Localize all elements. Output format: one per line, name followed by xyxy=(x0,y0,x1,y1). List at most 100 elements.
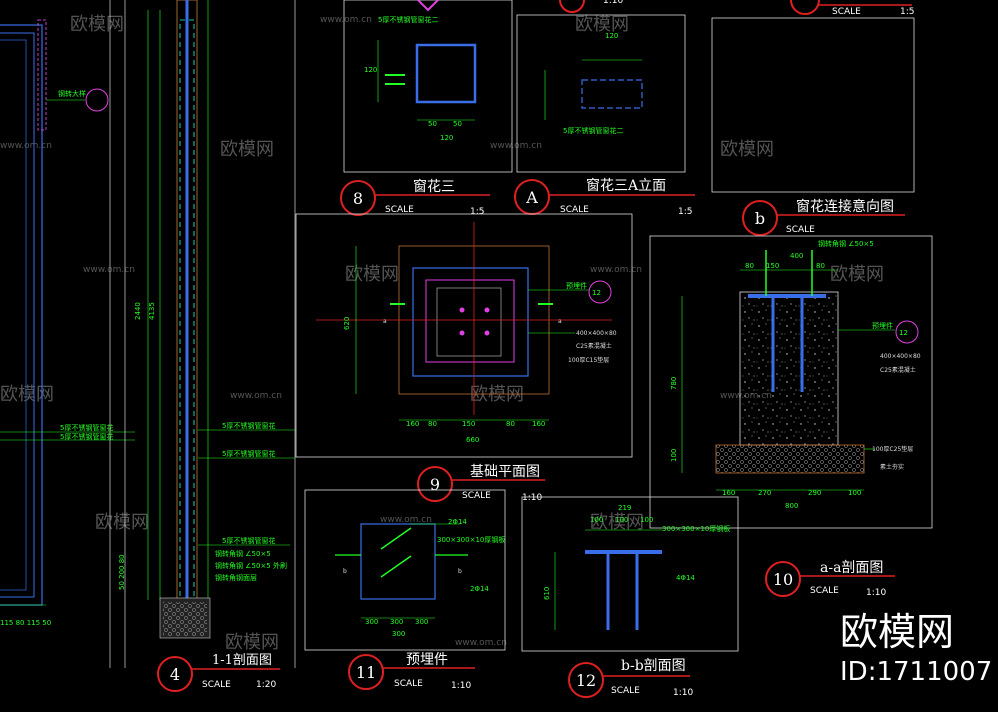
svg-text:欧模网: 欧模网 xyxy=(225,632,279,653)
svg-text:620: 620 xyxy=(343,317,351,330)
svg-text:a-a剖面图: a-a剖面图 xyxy=(820,560,883,576)
svg-text:1:10: 1:10 xyxy=(451,681,471,691)
svg-text:窗花连接意向图: 窗花连接意向图 xyxy=(796,198,894,215)
svg-text:12: 12 xyxy=(899,329,908,337)
svg-text:80: 80 xyxy=(745,262,754,270)
svg-text:100: 100 xyxy=(590,516,603,524)
svg-text:100厚C25垫层: 100厚C25垫层 xyxy=(872,445,913,453)
svg-text:www.om.cn: www.om.cn xyxy=(320,15,372,25)
svg-text:290: 290 xyxy=(808,489,821,497)
svg-text:钢转角钢 ∠50×5 外刷: 钢转角钢 ∠50×5 外刷 xyxy=(215,561,287,570)
svg-text:欧模网: 欧模网 xyxy=(830,264,884,285)
svg-text:780: 780 xyxy=(670,377,678,390)
svg-text:1-1剖面图: 1-1剖面图 xyxy=(212,653,272,668)
detail-10: 80 150 400 80 钢转角钢 ∠50×5 780 100 预埋件 12 … xyxy=(649,235,933,598)
svg-text:150: 150 xyxy=(766,262,779,270)
svg-text:欧模网: 欧模网 xyxy=(95,512,149,533)
svg-text:www.om.cn: www.om.cn xyxy=(380,515,432,525)
svg-text:5厚不锈钢管窗花二: 5厚不锈钢管窗花二 xyxy=(378,15,438,24)
svg-text:欧模网: 欧模网 xyxy=(220,139,274,160)
svg-text:SCALE: SCALE xyxy=(810,586,839,596)
footer-watermark: 欧模网 ID:1711007 xyxy=(840,610,992,687)
svg-text:4Φ14: 4Φ14 xyxy=(676,574,695,582)
svg-text:SCALE: SCALE xyxy=(385,205,414,215)
svg-text:预埋件: 预埋件 xyxy=(566,281,587,290)
svg-text:100: 100 xyxy=(615,516,628,524)
svg-text:80: 80 xyxy=(506,420,515,428)
svg-text:2Φ14: 2Φ14 xyxy=(470,585,489,593)
svg-text:5厚不锈钢管窗花二: 5厚不锈钢管窗花二 xyxy=(563,126,623,135)
svg-text:A: A xyxy=(525,188,538,207)
left-elevation: 钢转大样 5厚不锈钢管窗花 5厚不锈钢管窗花 115 80 115 50 xyxy=(0,19,135,627)
svg-text:1:10: 1:10 xyxy=(603,0,623,6)
svg-text:50 200 80: 50 200 80 xyxy=(118,554,126,590)
svg-text:欧模网: 欧模网 xyxy=(575,14,629,35)
watermarks: 欧模网 欧模网 欧模网 欧模网 欧模网 欧模网 欧模网 欧模网 欧模网 欧模网 … xyxy=(0,14,884,653)
svg-text:80: 80 xyxy=(816,262,825,270)
svg-text:钢转角钢 ∠50×5: 钢转角钢 ∠50×5 xyxy=(215,549,271,558)
detail-9: a a 620 160 80 150 80 160 660 预埋件 12 400… xyxy=(295,213,633,503)
svg-text:欧模网: 欧模网 xyxy=(345,264,399,285)
svg-text:欧模网: 欧模网 xyxy=(470,384,524,405)
svg-text:120: 120 xyxy=(440,134,453,142)
svg-text:160: 160 xyxy=(532,420,545,428)
svg-text:基础平面图: 基础平面图 xyxy=(470,463,540,480)
svg-text:2440: 2440 xyxy=(134,302,142,320)
svg-text:2Φ14: 2Φ14 xyxy=(448,518,467,526)
svg-text:300×300×10厚钢板: 300×300×10厚钢板 xyxy=(662,524,730,533)
svg-text:100: 100 xyxy=(640,516,653,524)
svg-text:www.om.cn: www.om.cn xyxy=(83,265,135,275)
svg-text:SCALE: SCALE xyxy=(394,679,423,689)
svg-text:b: b xyxy=(458,568,462,575)
svg-text:SCALE: SCALE xyxy=(786,225,815,235)
svg-text:219: 219 xyxy=(618,504,631,512)
svg-text:1:10: 1:10 xyxy=(522,493,542,503)
svg-text:80: 80 xyxy=(428,420,437,428)
svg-text:300: 300 xyxy=(415,618,428,626)
svg-text:800: 800 xyxy=(785,502,798,510)
svg-text:12: 12 xyxy=(592,289,601,297)
svg-text:400×400×80: 400×400×80 xyxy=(576,330,617,337)
svg-text:窗花三A立面: 窗花三A立面 xyxy=(586,177,666,194)
svg-text:预埋件: 预埋件 xyxy=(406,652,448,668)
svg-text:欧模网: 欧模网 xyxy=(590,512,644,533)
svg-text:C25素混凝土: C25素混凝土 xyxy=(880,366,916,374)
svg-text:钢转角钢 ∠50×5: 钢转角钢 ∠50×5 xyxy=(818,239,874,248)
svg-text:预埋件: 预埋件 xyxy=(872,321,893,330)
svg-text:8: 8 xyxy=(353,189,363,208)
svg-text:50: 50 xyxy=(428,120,437,128)
svg-text:欧模网: 欧模网 xyxy=(840,610,954,654)
svg-text:5厚不锈钢管窗花: 5厚不锈钢管窗花 xyxy=(60,432,113,441)
svg-text:www.om.cn: www.om.cn xyxy=(490,141,542,151)
svg-text:1:10: 1:10 xyxy=(866,588,886,598)
svg-text:www.om.cn: www.om.cn xyxy=(455,638,507,648)
svg-text:b: b xyxy=(755,209,765,228)
svg-text:660: 660 xyxy=(466,436,479,444)
svg-text:100: 100 xyxy=(670,449,678,462)
svg-text:12: 12 xyxy=(576,671,596,690)
svg-text:SCALE: SCALE xyxy=(462,491,491,501)
svg-text:SCALE: SCALE xyxy=(832,7,861,17)
svg-text:欧模网: 欧模网 xyxy=(720,139,774,160)
svg-text:300: 300 xyxy=(390,618,403,626)
svg-text:a: a xyxy=(383,318,387,325)
svg-text:www.om.cn: www.om.cn xyxy=(230,391,282,401)
svg-text:1:5: 1:5 xyxy=(470,207,484,217)
svg-text:4: 4 xyxy=(170,665,180,684)
detail-8: 120 5厚不锈钢管窗花二 50 50 120 8 窗花三 SCALE 1:5 xyxy=(340,0,513,217)
svg-text:钢转大样: 钢转大样 xyxy=(58,89,86,98)
svg-text:300×300×10厚钢板: 300×300×10厚钢板 xyxy=(437,535,505,544)
svg-text:C25素混凝土: C25素混凝土 xyxy=(576,342,612,350)
svg-text:610: 610 xyxy=(543,587,551,600)
svg-text:100厚C15垫层: 100厚C15垫层 xyxy=(568,356,609,364)
svg-text:窗花三: 窗花三 xyxy=(413,178,455,195)
svg-text:1:20: 1:20 xyxy=(256,680,276,690)
svg-text:欧模网: 欧模网 xyxy=(70,14,124,35)
svg-text:160: 160 xyxy=(406,420,419,428)
svg-text:1:10: 1:10 xyxy=(673,688,693,698)
svg-text:b: b xyxy=(343,568,347,575)
svg-text:5厚不锈钢管窗花: 5厚不锈钢管窗花 xyxy=(60,423,113,432)
svg-text:ID:1711007: ID:1711007 xyxy=(840,657,992,687)
svg-text:www.om.cn: www.om.cn xyxy=(590,265,642,275)
